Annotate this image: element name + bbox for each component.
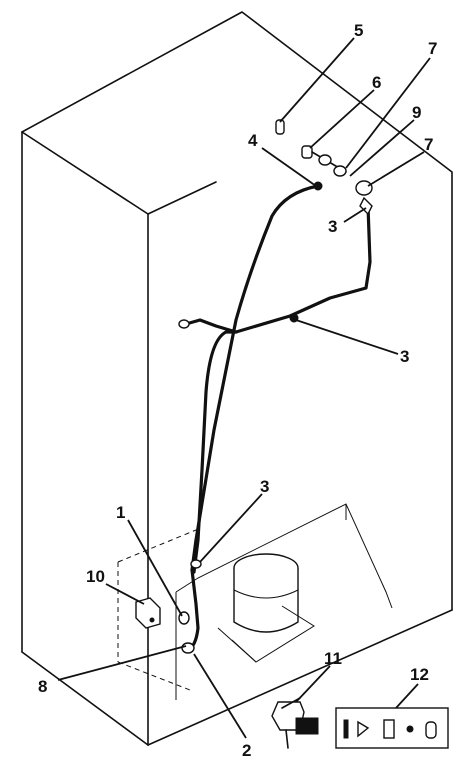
callout-3-low: 3 xyxy=(260,477,269,496)
callout-5: 5 xyxy=(354,21,363,40)
part-11-valve xyxy=(271,697,319,749)
cabinet-outline xyxy=(21,11,453,746)
callout-2: 2 xyxy=(242,741,251,760)
callout-1: 1 xyxy=(116,503,125,522)
part-12-kit xyxy=(335,707,449,749)
callout-3-mid: 3 xyxy=(400,347,409,366)
callout-12: 12 xyxy=(410,665,429,684)
compressor xyxy=(217,553,315,663)
callout-9: 9 xyxy=(412,103,421,122)
callout-4: 4 xyxy=(248,131,258,150)
valve-fittings xyxy=(178,119,373,654)
callout-3-top: 3 xyxy=(328,217,337,236)
callout-8: 8 xyxy=(38,677,47,696)
callout-10: 10 xyxy=(86,567,105,586)
callout-7-right: 7 xyxy=(424,135,433,154)
part-10-bracket xyxy=(135,597,161,629)
leader-lines xyxy=(57,37,431,739)
callout-6: 6 xyxy=(372,73,381,92)
callout-labels: 5 6 7 9 4 7 3 3 3 1 10 8 2 11 12 xyxy=(38,21,437,760)
callout-7-top: 7 xyxy=(428,39,437,58)
callout-11: 11 xyxy=(324,649,342,668)
water-tubing xyxy=(178,184,372,652)
